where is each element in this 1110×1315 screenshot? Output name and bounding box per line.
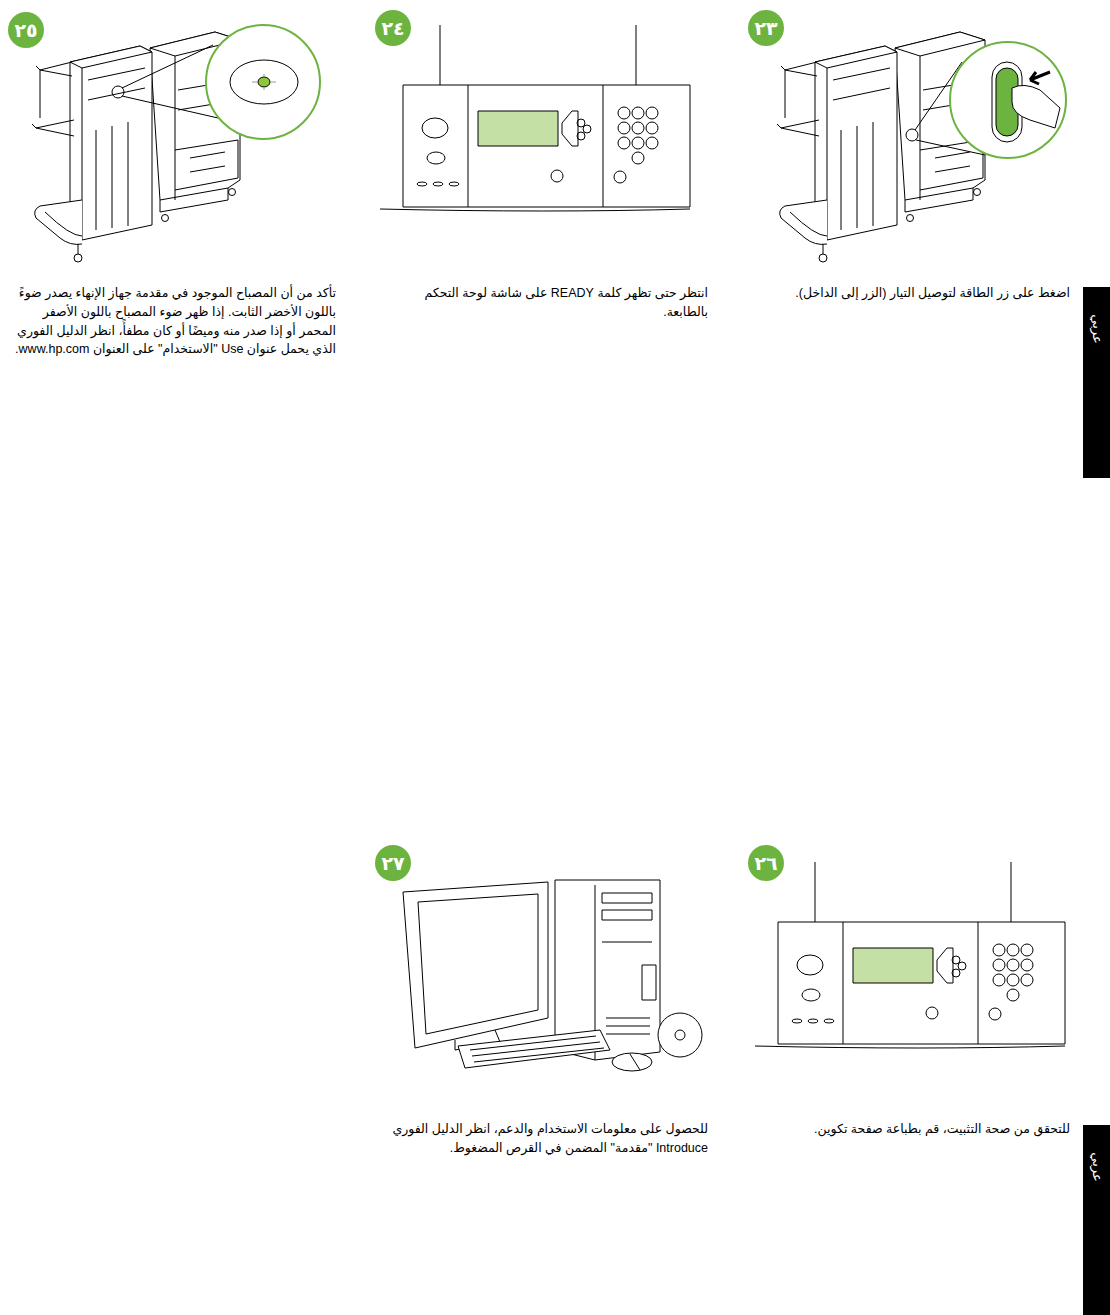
- step-number: ٢٧: [381, 852, 404, 874]
- lamp: [258, 77, 270, 87]
- language-tab: عربي: [1083, 1125, 1110, 1315]
- tab-label: عربي: [1089, 1152, 1104, 1181]
- step-number: ٢٥: [14, 19, 37, 41]
- step-instruction: انتظر حتى تظهر كلمة READY على شاشة لوحة …: [378, 284, 708, 322]
- step-number-badge: ٢٣: [748, 10, 784, 46]
- step-instruction: للتحقق من صحة التثبيت، قم بطباعة صفحة تك…: [758, 1120, 1070, 1139]
- language-tab: عربي: [1083, 287, 1110, 478]
- step-number-badge: ٢٥: [8, 12, 44, 48]
- step-instruction: اضغط على زر الطاقة لتوصيل التيار (الزر إ…: [758, 284, 1070, 303]
- step-number-badge: ٢٧: [375, 845, 411, 881]
- leader-line: [122, 45, 218, 118]
- step-number-badge: ٢٦: [748, 845, 784, 881]
- press-arrow: [1030, 72, 1050, 84]
- step-number: ٢٣: [754, 17, 777, 39]
- control-panel: [755, 862, 1065, 1048]
- step-instruction: للحصول على معلومات الاستخدام والدعم، انظ…: [378, 1120, 708, 1158]
- step-number: ٢٤: [381, 17, 404, 39]
- lamp-rays: [252, 74, 276, 90]
- step-instruction: تأكد من أن المصباح الموجود في مقدمة جهاز…: [8, 284, 336, 359]
- computer-figure: [403, 880, 702, 1071]
- step-number-badge: ٢٤: [375, 10, 411, 46]
- lamp-housing: [230, 60, 298, 104]
- magnifier: [206, 25, 320, 139]
- printer-figure: [777, 32, 985, 262]
- magnifier: [950, 42, 1066, 158]
- control-panel: [380, 25, 690, 211]
- callout-ring: [906, 129, 918, 141]
- tab-label: عربي: [1089, 314, 1104, 343]
- step-number: ٢٦: [754, 852, 777, 874]
- finger: [1012, 85, 1060, 128]
